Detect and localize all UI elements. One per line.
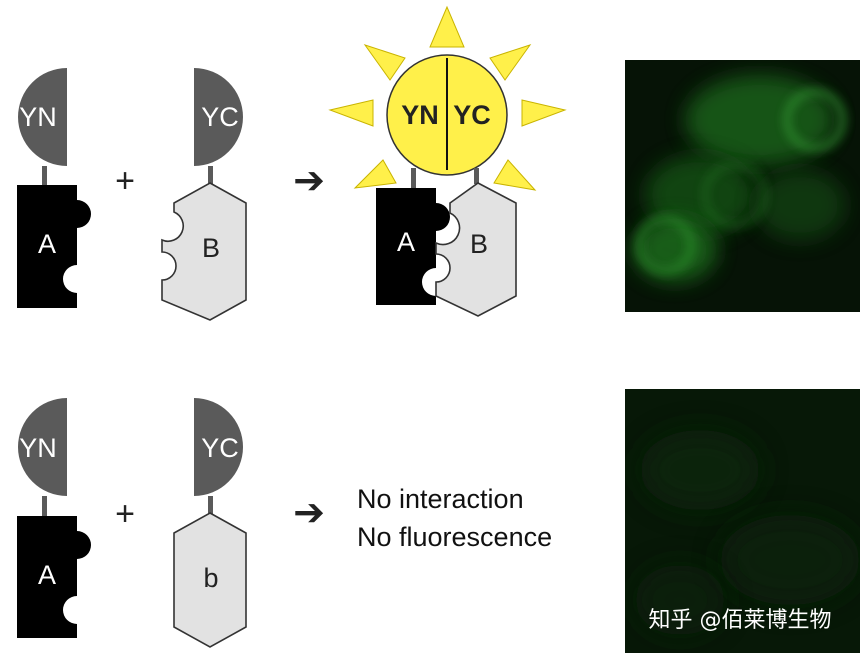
protein-a-label: A [397,227,415,257]
yc-label: YC [201,102,239,132]
yn-label: YN [19,433,57,463]
protein-a-label: A [38,560,56,590]
linker [411,168,416,190]
protein-b [161,182,247,321]
yn-label: YN [19,102,57,132]
yn-fragment [18,398,67,496]
arrow: ➔ [293,492,325,534]
ray [353,159,397,189]
construct-yn-a-bottom: YN A [17,398,91,638]
watermark: 知乎 @佰莱博生物 [649,608,832,633]
protein-b-mutant-label: b [203,563,218,593]
linker [42,496,47,516]
protein-a-label: A [38,229,56,259]
linker [474,168,479,184]
ray [493,159,537,191]
protein-a [17,516,91,638]
construct-yc-b-mutant: YC b [173,398,247,648]
ray [328,99,374,127]
ray [521,99,567,127]
yn-label: YN [401,100,439,130]
yc-label: YC [453,100,491,130]
construct-yc-b-top: YC B [161,68,247,321]
result-line-1: No interaction [357,484,524,514]
yc-fragment [194,68,243,166]
protein-a [376,188,450,305]
fluorescent-complex: YN YC A B [328,5,567,317]
linker [208,166,213,186]
plus-sign: + [115,495,135,533]
yc-label: YC [201,433,239,463]
linker [208,496,213,514]
ray [489,44,532,81]
protein-b-mutant [173,512,247,648]
bottom-row: YN A + YC b ➔ No interaction No fluoresc… [17,389,860,653]
yc-fragment [194,398,243,496]
construct-yn-a-top: YN A [17,68,91,308]
protein-b-label: B [202,233,220,263]
result-line-2: No fluorescence [357,522,552,552]
plus-sign: + [115,162,135,200]
sun-rays [328,5,567,191]
ray [363,44,406,81]
micrograph-dark: 知乎 @佰莱博生物 [625,389,860,653]
yn-fragment [18,68,67,166]
protein-b-label: B [470,229,488,259]
top-row: YN A + YC B ➔ [17,5,860,321]
protein-a [17,185,91,308]
arrow: ➔ [293,160,325,202]
linker [42,166,47,186]
micrograph-bright [625,60,860,312]
ray [429,5,465,48]
protein-b [435,182,517,317]
